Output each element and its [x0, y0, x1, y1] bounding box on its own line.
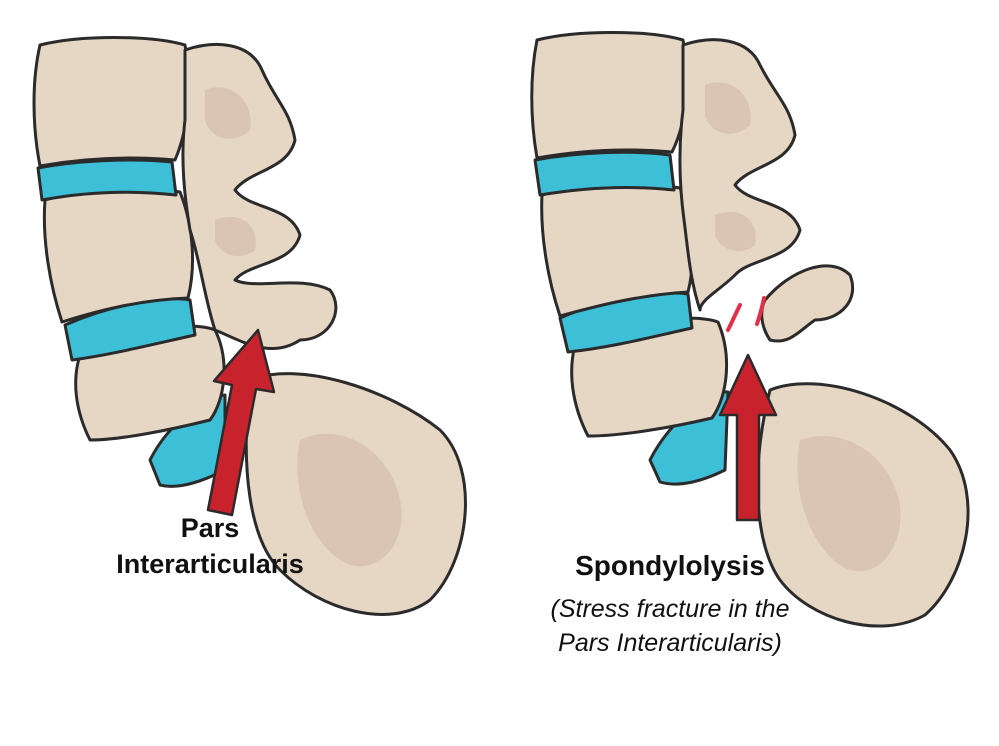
spondylolysis-spine — [530, 31, 970, 628]
spondylolysis-title: Spondylolysis — [575, 550, 765, 581]
intervertebral-disc — [533, 150, 676, 197]
subtitle-line-1: (Stress fracture in the — [550, 595, 790, 623]
subtitle-line-2: Pars Interarticularis) — [558, 629, 782, 657]
pars-interarticularis-label: Pars Interarticularis — [0, 510, 420, 582]
separated-posterior-fragment — [760, 264, 854, 343]
fracture-mark — [755, 296, 766, 326]
normal-lumbar-spine — [32, 36, 467, 616]
pars-label-line-2: Interarticularis — [116, 549, 304, 579]
vertebral-body — [530, 31, 689, 160]
pars-label-line-1: Pars — [180, 513, 240, 543]
vertebral-body — [32, 36, 191, 168]
fracture-pointer-arrow — [718, 353, 778, 522]
posterior-elements — [678, 38, 802, 312]
intervertebral-disc — [36, 158, 178, 202]
fracture-mark — [726, 303, 742, 332]
spondylolysis-subtitle: (Stress fracture in the Pars Interarticu… — [470, 592, 870, 660]
pars-pointer-arrow — [206, 328, 276, 517]
